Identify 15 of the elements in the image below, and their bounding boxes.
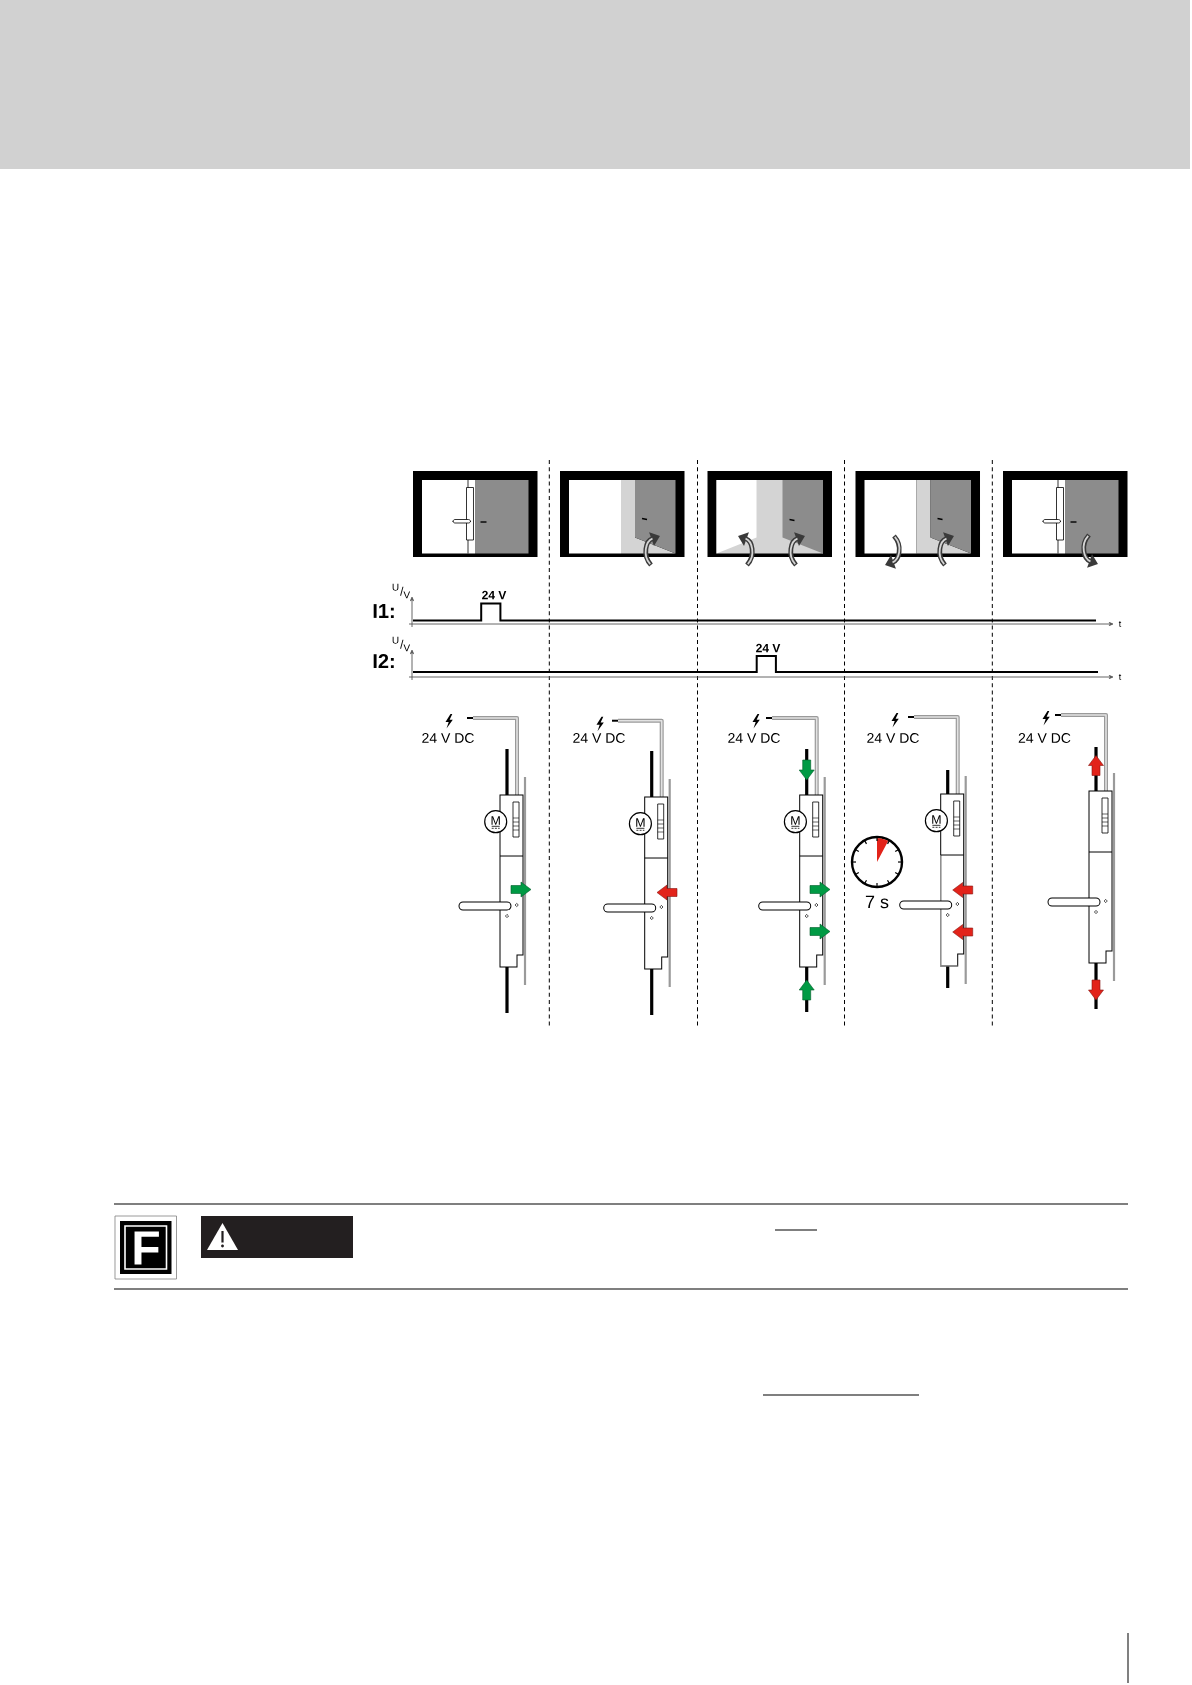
axis-label: t [1118,621,1122,627]
pulse-label: 24 V [482,590,507,600]
voltage-label: 24 V DC [1018,733,1071,743]
axis-label: $^{U}$/$_{V}$ [392,636,411,652]
axis-label: t [1118,674,1122,680]
pulse-label: 24 V [756,643,781,653]
voltage-label: 24 V DC [422,733,474,743]
time-label: 7 s [865,895,889,909]
signal-label: I2: [373,654,394,668]
letter-sign: F [114,1215,177,1280]
signal-label: I1: [373,604,394,618]
voltage-label: 24 V DC [728,733,780,743]
axis-label: $^{U}$/$_{V}$ [392,583,411,599]
voltage-label: 24 V DC [867,733,919,743]
voltage-label: 24 V DC [573,733,625,743]
